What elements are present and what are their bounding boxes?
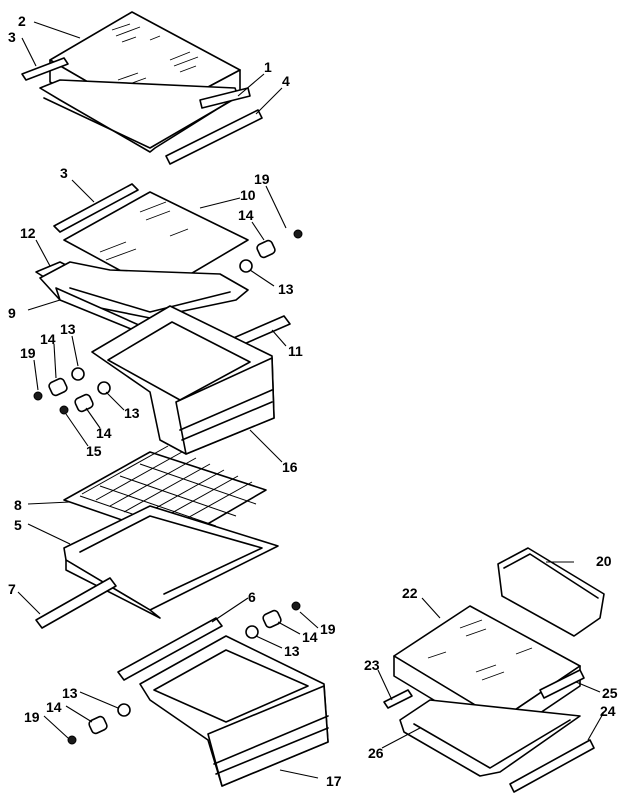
callout-14-bottom: 14: [302, 629, 318, 645]
callout-1: 1: [264, 59, 272, 75]
callout-22: 22: [402, 585, 418, 601]
callout-17: 17: [326, 773, 342, 789]
callout-24: 24: [600, 703, 616, 719]
hardware-left: [33, 367, 111, 415]
hardware-right: [239, 229, 303, 273]
rail-part-3-top[interactable]: [21, 57, 69, 81]
callout-3-second: 3: [60, 165, 68, 181]
roller-part-14-lower[interactable]: [74, 393, 94, 413]
trim-part-25[interactable]: [539, 669, 585, 699]
callout-14-top: 14: [238, 207, 254, 223]
right-shelf-assembly: [383, 547, 605, 793]
rail-part-7[interactable]: [35, 577, 117, 629]
screw-part-19-bottom-left[interactable]: [67, 735, 77, 745]
screw-part-19[interactable]: [293, 229, 303, 239]
callout-8: 8: [14, 497, 22, 513]
shelf-frame: [39, 79, 239, 153]
bin-part-20[interactable]: [497, 547, 605, 637]
callout-13-bottom: 13: [284, 643, 300, 659]
callout-25: 25: [602, 685, 618, 701]
callout-13-bottom-left: 13: [62, 685, 78, 701]
roller-part-14-left[interactable]: [48, 377, 68, 397]
callout-2: 2: [18, 13, 26, 29]
nut-part-13-left[interactable]: [71, 367, 85, 381]
callout-7: 7: [8, 581, 16, 597]
callout-9: 9: [8, 305, 16, 321]
callout-labels: 2 3 1 4 3 19 10 14 12 13 9 11 13 14 19 1…: [8, 13, 618, 789]
callout-14-bottom-left: 14: [46, 699, 62, 715]
callout-3: 3: [8, 29, 16, 45]
hardware-bottom-left: [67, 703, 131, 745]
crisper-cover-assembly: [33, 183, 303, 455]
callout-5: 5: [14, 517, 22, 533]
nut-part-13[interactable]: [239, 259, 253, 273]
callout-6: 6: [248, 589, 256, 605]
screw-part-19-bottom[interactable]: [291, 601, 301, 611]
nut-part-13-bottom-left[interactable]: [117, 703, 131, 717]
callout-13-mid: 13: [124, 405, 140, 421]
trim-part-1[interactable]: [199, 87, 251, 109]
callout-16: 16: [282, 459, 298, 475]
callout-10: 10: [240, 187, 256, 203]
bottom-drawer-assembly: [67, 601, 329, 787]
rail-part-23[interactable]: [383, 689, 413, 709]
rail-part-24[interactable]: [509, 739, 595, 793]
rail-part-6[interactable]: [117, 617, 223, 681]
roller-part-14-bottom-left[interactable]: [88, 715, 108, 735]
leader-lines: [17, 21, 605, 779]
hardware-bottom-right: [245, 601, 301, 639]
callout-19-bottom-left: 19: [24, 709, 40, 725]
callout-14-mid: 14: [96, 425, 112, 441]
callout-19-bottom: 19: [320, 621, 336, 637]
callout-23: 23: [364, 657, 380, 673]
callout-13-left: 13: [60, 321, 76, 337]
callout-11: 11: [288, 343, 303, 359]
roller-part-14-bottom[interactable]: [262, 609, 282, 629]
nut-part-13-bottom[interactable]: [245, 625, 259, 639]
screw-part-19-left[interactable]: [33, 391, 43, 401]
callout-14-left: 14: [40, 331, 56, 347]
frame-part-26[interactable]: [399, 699, 581, 777]
callout-4: 4: [282, 73, 290, 89]
rail-part-4[interactable]: [165, 109, 263, 165]
callout-19-top: 19: [254, 171, 270, 187]
callout-26: 26: [368, 745, 384, 761]
callout-12: 12: [20, 225, 36, 241]
top-shelf-assembly: [21, 11, 263, 165]
callout-13-top: 13: [278, 281, 294, 297]
rail-part-3[interactable]: [53, 183, 139, 233]
callout-19-left: 19: [20, 345, 36, 361]
roller-part-14[interactable]: [256, 239, 276, 259]
lower-shelf-assembly: [35, 445, 279, 629]
callout-20: 20: [596, 553, 612, 569]
nut-part-13-lower[interactable]: [97, 381, 111, 395]
callout-15: 15: [86, 443, 102, 459]
screw-part-15[interactable]: [59, 405, 69, 415]
